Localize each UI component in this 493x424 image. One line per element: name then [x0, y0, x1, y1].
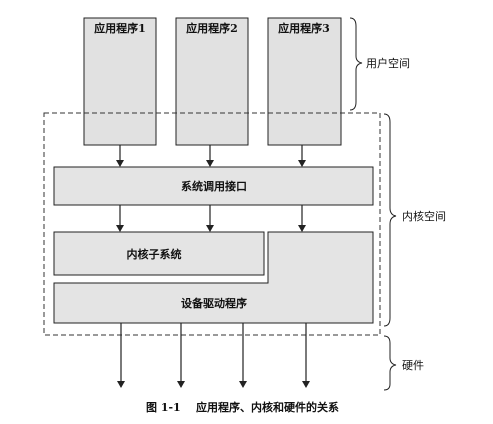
hardware-brace	[383, 335, 397, 391]
application-label-2: 应用程序2	[186, 21, 238, 35]
user-space-brace	[349, 17, 363, 111]
application-label-3: 应用程序3	[278, 21, 330, 35]
syscall-interface-box	[53, 166, 374, 206]
kernel-space-label: 内核空间	[402, 209, 446, 223]
application-box-1	[83, 17, 157, 146]
kernel-subsystem-label: 内核子系统	[127, 247, 182, 261]
kernel-subsystem-box	[53, 231, 265, 276]
syscall-interface-label: 系统调用接口	[181, 179, 247, 193]
application-label-1: 应用程序1	[94, 21, 146, 35]
user-space-label: 用户空间	[366, 56, 410, 70]
kernel-space-brace	[383, 113, 397, 327]
kernel-space-frame	[43, 112, 381, 336]
application-box-3	[267, 17, 342, 146]
device-driver-label: 设备驱动程序	[181, 296, 247, 310]
hardware-label: 硬件	[402, 359, 424, 372]
figure-caption: 应用程序、内核和硬件的关系	[196, 400, 339, 414]
figure-number: 图 1-1	[146, 401, 181, 414]
device-driver-box	[53, 231, 374, 324]
application-box-2	[175, 17, 249, 146]
